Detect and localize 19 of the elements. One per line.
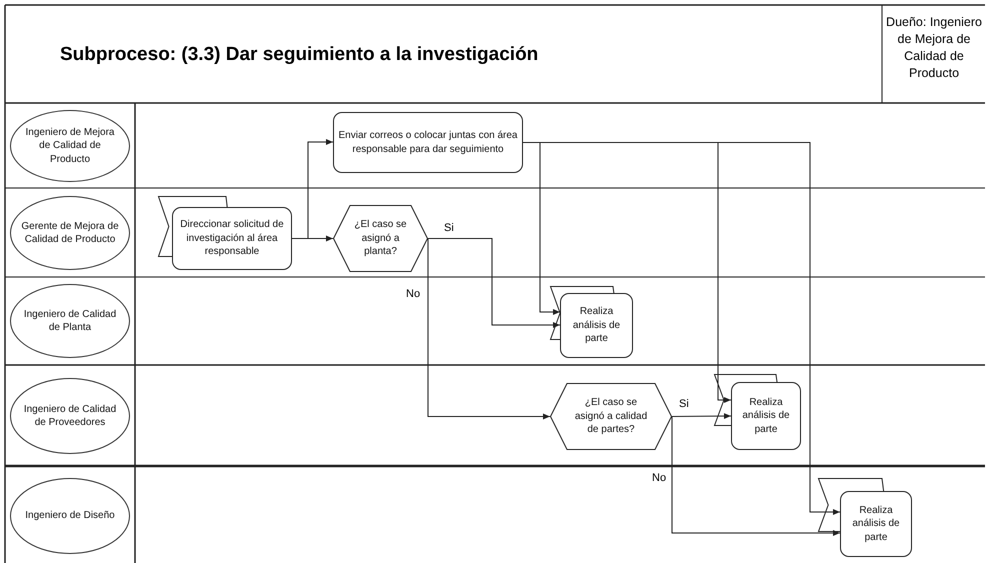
process-box: Enviar correos o colocar juntas con área responsable para dar seguimiento xyxy=(333,112,523,173)
arrow xyxy=(292,236,334,242)
diagram-title: Subproceso: (3.3) Dar seguimiento a la investigación xyxy=(60,44,538,66)
process-box: Realiza análisis de parte xyxy=(731,382,801,450)
process-box: Realiza análisis de parte xyxy=(840,491,912,557)
arrow xyxy=(428,238,550,420)
decision-hexagon: ¿El caso se asignó a planta? xyxy=(333,205,428,272)
role-ellipse: Ingeniero de Calidad de Proveedores xyxy=(10,378,130,454)
role-ellipse: Ingeniero de Calidad de Planta xyxy=(10,284,130,358)
process-box: Direccionar solicitud de investigación al área responsable xyxy=(172,207,292,270)
decision-hexagon: ¿El caso se asignó a calidad de partes? xyxy=(550,383,672,450)
role-ellipse: Ingeniero de Diseño xyxy=(10,478,130,554)
arrow xyxy=(428,238,560,328)
arrow xyxy=(672,416,840,536)
arrow xyxy=(672,413,732,420)
process-box: Realiza análisis de parte xyxy=(560,293,633,358)
role-ellipse: Gerente de Mejora de Calidad de Producto xyxy=(10,196,130,270)
owner-label: Dueño: Ingeniero de Mejora de Calidad de Producto xyxy=(885,14,983,82)
role-ellipse: Ingeniero de Mejora de Calidad de Producto xyxy=(10,110,130,182)
